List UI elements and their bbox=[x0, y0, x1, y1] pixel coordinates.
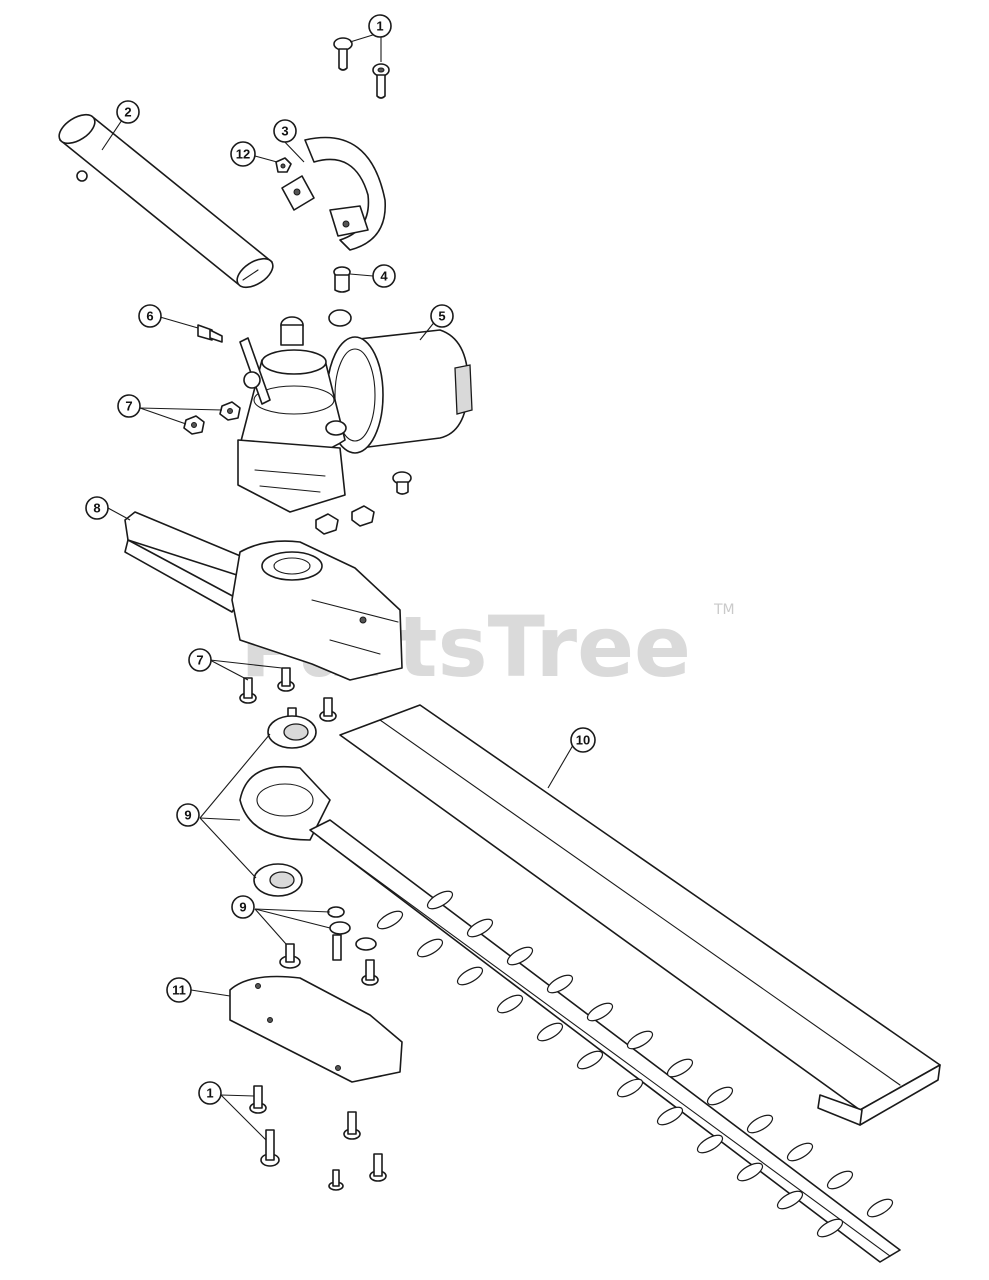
part-8-handle-housing[interactable] bbox=[124, 511, 403, 681]
callout-6: 6 bbox=[138, 304, 162, 328]
svg-text:9: 9 bbox=[239, 900, 246, 915]
svg-text:7: 7 bbox=[125, 399, 132, 414]
svg-text:9: 9 bbox=[184, 808, 191, 823]
svg-text:2: 2 bbox=[124, 105, 131, 120]
hedge-blade bbox=[309, 819, 901, 1263]
callout-10: 10 bbox=[570, 727, 596, 753]
callout-12: 12 bbox=[230, 141, 256, 167]
part-9-blade-assembly[interactable] bbox=[239, 715, 379, 986]
svg-text:11: 11 bbox=[172, 983, 186, 998]
part-12-nut[interactable] bbox=[275, 157, 292, 173]
callout-1-top: 1 bbox=[368, 14, 392, 38]
part-1-screws-bottom[interactable] bbox=[249, 1085, 387, 1191]
part-5-gearbox-assembly[interactable] bbox=[237, 309, 473, 513]
callout-5: 5 bbox=[430, 304, 454, 328]
callout-1-bottom: 1 bbox=[198, 1081, 222, 1105]
svg-text:1: 1 bbox=[376, 19, 383, 34]
leader-lines bbox=[101, 33, 577, 1141]
callout-11: 11 bbox=[166, 977, 192, 1003]
callout-7-lower: 7 bbox=[188, 648, 212, 672]
svg-text:1: 1 bbox=[206, 1086, 213, 1101]
callout-7-upper: 7 bbox=[117, 394, 141, 418]
part-7-nuts-upper[interactable] bbox=[183, 401, 241, 435]
svg-text:12: 12 bbox=[236, 147, 250, 162]
part-10-blade-guard[interactable] bbox=[339, 704, 941, 1126]
svg-text:6: 6 bbox=[146, 309, 153, 324]
part-6-bolt[interactable] bbox=[197, 324, 223, 343]
svg-text:3: 3 bbox=[281, 124, 288, 139]
watermark-trademark: TM bbox=[713, 602, 735, 618]
callout-2: 2 bbox=[116, 100, 140, 124]
part-4-pin[interactable] bbox=[333, 266, 351, 293]
part-hardware-below-gearbox[interactable] bbox=[315, 471, 412, 535]
callout-4: 4 bbox=[372, 264, 396, 288]
svg-text:4: 4 bbox=[380, 269, 388, 284]
svg-text:10: 10 bbox=[576, 733, 590, 748]
svg-text:7: 7 bbox=[196, 653, 203, 668]
part-11-cover-plate[interactable] bbox=[229, 975, 403, 1083]
callout-3: 3 bbox=[273, 119, 297, 143]
svg-text:5: 5 bbox=[438, 309, 445, 324]
part-2-tube[interactable] bbox=[54, 109, 278, 293]
callout-9-upper: 9 bbox=[176, 803, 200, 827]
callout-8: 8 bbox=[85, 496, 109, 520]
svg-text:8: 8 bbox=[93, 501, 100, 516]
part-1-screws-top[interactable] bbox=[333, 37, 390, 99]
part-3-bracket[interactable] bbox=[281, 136, 386, 251]
callout-9-lower: 9 bbox=[231, 895, 255, 919]
